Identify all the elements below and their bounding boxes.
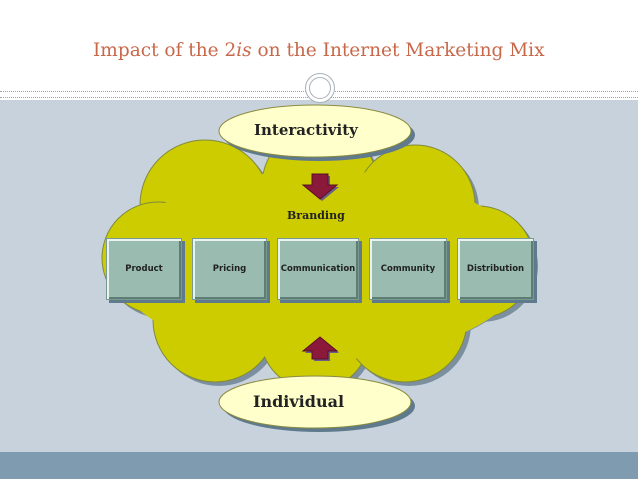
individual-ellipse [218, 375, 412, 429]
branding-label: Branding [287, 209, 345, 222]
slide-title: Impact of the 2is on the Internet Market… [93, 40, 545, 61]
mix-box-pricing: Pricing [192, 238, 267, 300]
individual-label: Individual [253, 392, 345, 411]
up-arrow-icon [301, 336, 339, 361]
mix-box-product: Product [106, 238, 182, 300]
mix-box-distribution: Distribution [457, 238, 534, 300]
interactivity-label: Interactivity [254, 121, 358, 139]
header-ring-ornament [305, 73, 335, 103]
mix-box-communication: Communication [277, 238, 359, 300]
mix-box-community: Community [369, 238, 447, 300]
footer-bar [0, 452, 638, 479]
down-arrow-icon [301, 173, 339, 201]
interactivity-ellipse [218, 104, 412, 158]
